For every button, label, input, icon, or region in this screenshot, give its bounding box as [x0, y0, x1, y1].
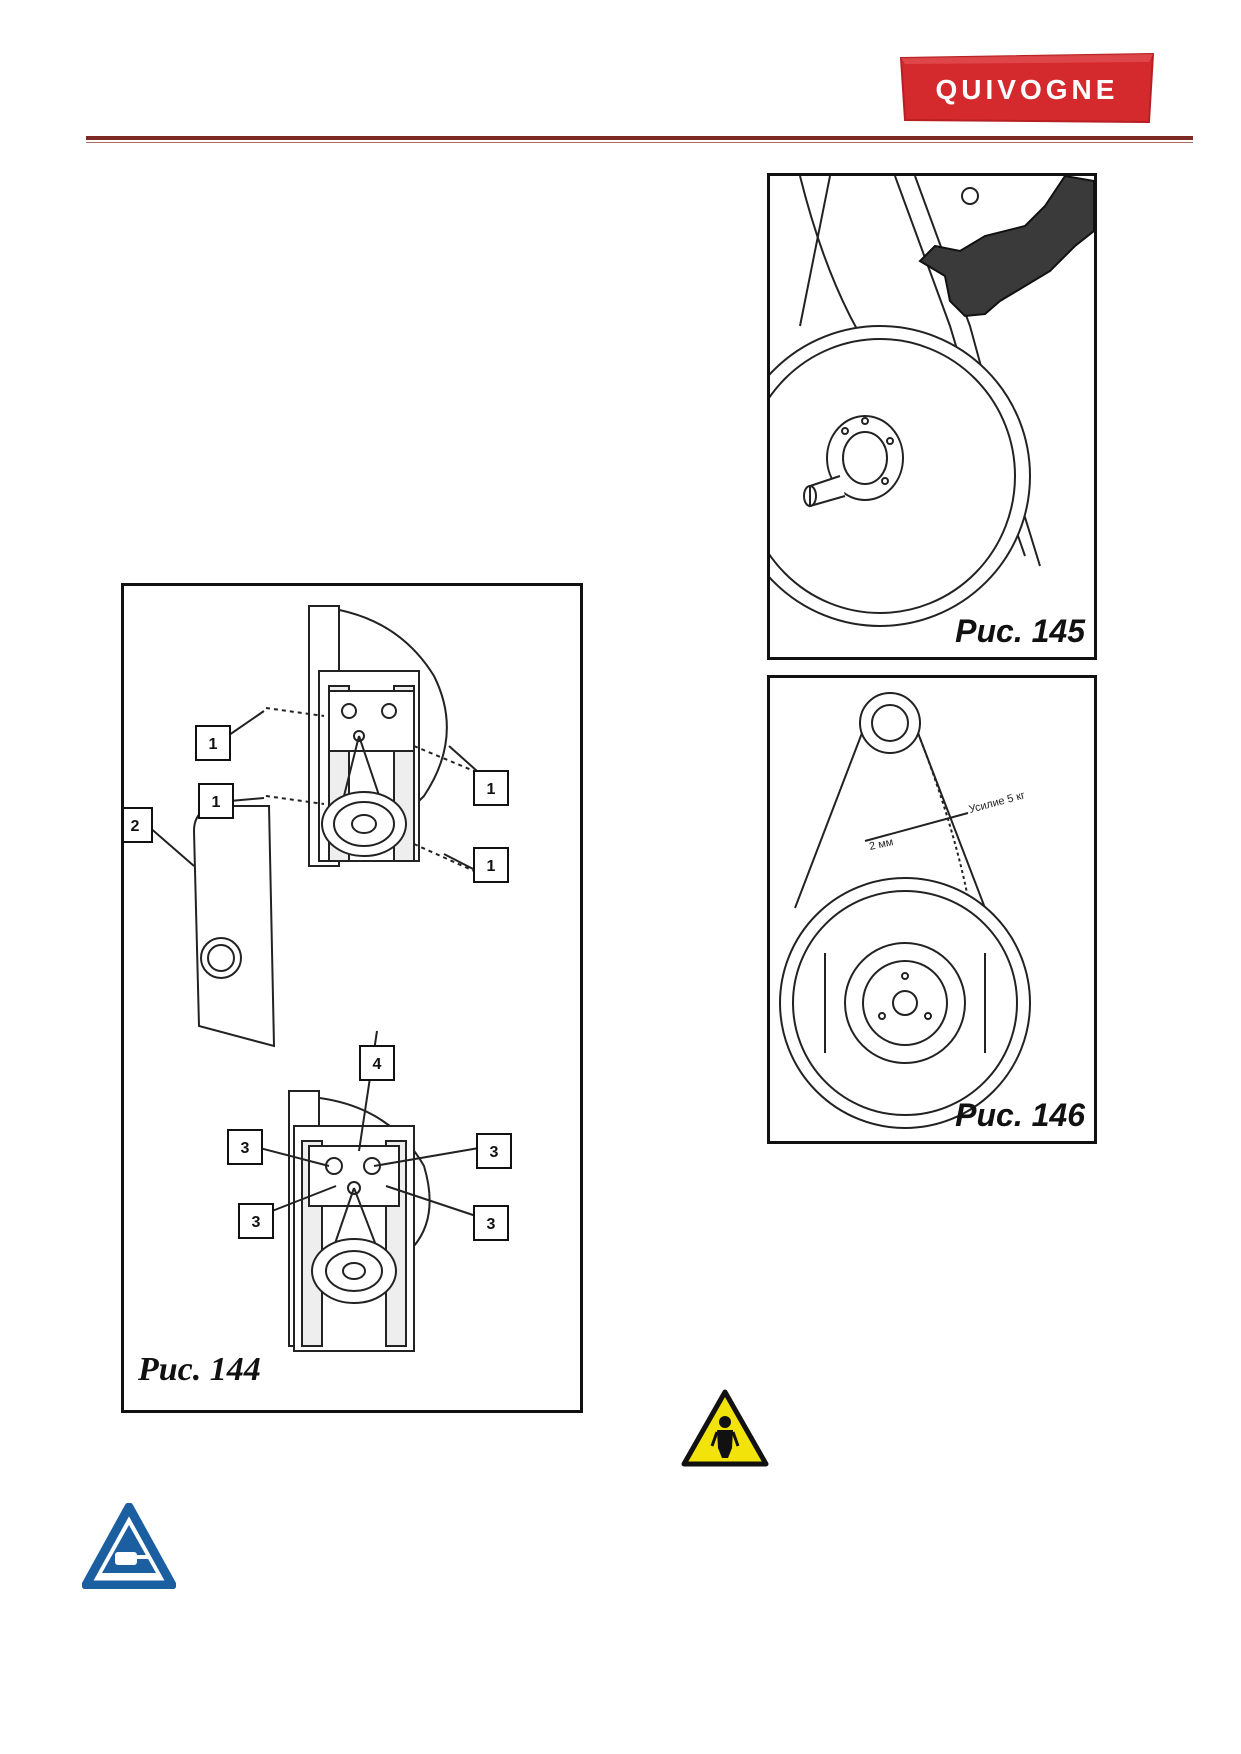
callout-3c: 3 [238, 1203, 274, 1239]
svg-text:4: 4 [373, 1056, 382, 1073]
figure-144: 1 1 1 1 2 3 3 [117, 583, 583, 1413]
brand-logo: QUIVOGNE [897, 52, 1157, 125]
svg-text:QUIVOGNE: QUIVOGNE [936, 74, 1119, 105]
callout-3b: 3 [476, 1133, 512, 1169]
figure-145: Рис. 145 [729, 173, 1097, 660]
svg-text:1: 1 [209, 736, 218, 753]
callout-1d: 1 [473, 847, 509, 883]
svg-text:3: 3 [490, 1144, 499, 1161]
svg-text:3: 3 [487, 1216, 496, 1233]
pointing-hand-note-icon [81, 1502, 177, 1590]
header-rule [86, 136, 1193, 140]
figure-146: 2 мм Усилие 5 кг Рис. 146 [767, 675, 1097, 1144]
protective-equipment-warning-icon [680, 1388, 770, 1468]
callout-2: 2 [117, 807, 153, 843]
svg-text:1: 1 [487, 858, 496, 875]
figure-145-caption: Рис. 145 [955, 613, 1086, 649]
svg-text:3: 3 [252, 1214, 261, 1231]
callout-3d: 3 [473, 1205, 509, 1241]
figure-146-caption: Рис. 146 [955, 1097, 1085, 1133]
header-rule-thin [86, 142, 1193, 143]
svg-text:2: 2 [131, 818, 140, 835]
callout-1c: 1 [473, 770, 509, 806]
gloved-hand [918, 174, 1095, 318]
figure-144-caption: Рис. 144 [137, 1351, 261, 1388]
callout-4: 4 [359, 1045, 395, 1081]
svg-text:3: 3 [241, 1140, 250, 1157]
callout-1a: 1 [195, 725, 231, 761]
svg-text:1: 1 [487, 781, 496, 798]
callout-1b: 1 [198, 783, 234, 819]
svg-text:1: 1 [212, 794, 221, 811]
force-label: Усилие 5 кг [968, 789, 1027, 816]
deflection-label: 2 мм [868, 836, 894, 853]
callout-3a: 3 [227, 1129, 263, 1165]
